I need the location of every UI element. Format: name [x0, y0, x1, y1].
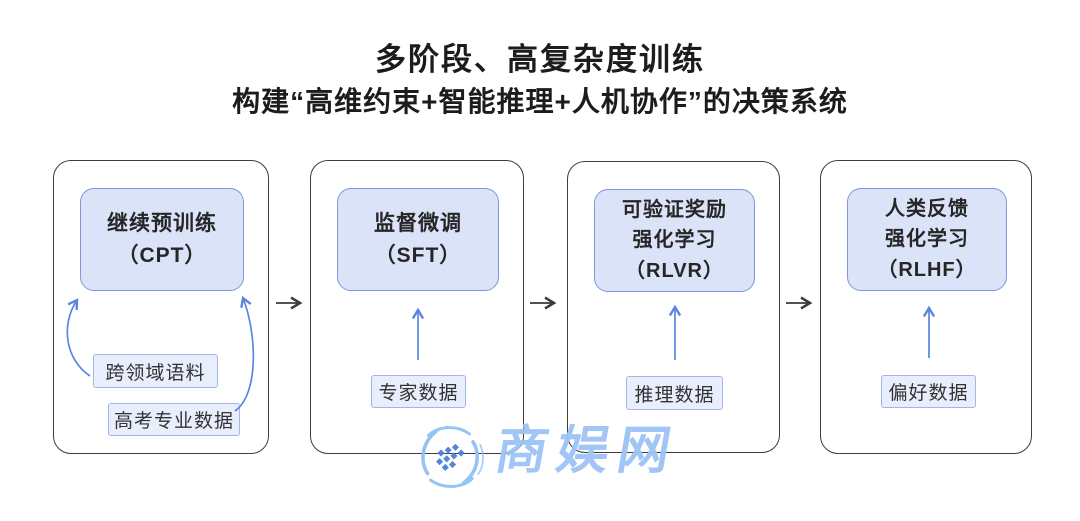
- stage-abbr-line: （RLHF）: [877, 258, 977, 281]
- stage-name-line: 强化学习: [885, 228, 969, 251]
- stage-name-line: 监督微调: [374, 212, 462, 235]
- stage-name-box-rlvr: 可验证奖励 强化学习 （RLVR）: [594, 189, 755, 292]
- data-source-box-gaokao: 高考专业数据: [108, 403, 240, 436]
- stage-name-box-rlhf: 人类反馈 强化学习 （RLHF）: [847, 188, 1007, 291]
- diagram-title: 多阶段、高复杂度训练: [375, 42, 705, 77]
- stage-abbr-line: （RLVR）: [625, 259, 724, 282]
- stage-card-sft: 监督微调 （SFT） 专家数据: [310, 160, 524, 454]
- data-source-box-reasoning: 推理数据: [626, 376, 723, 410]
- diagram-subtitle: 构建“高维约束+智能推理+人机协作”的决策系统: [232, 86, 848, 117]
- watermark-text: 商娱网: [490, 422, 685, 480]
- swirl-center-dots: [435, 443, 465, 472]
- stage-name-box-cpt: 继续预训练 （CPT）: [80, 188, 244, 291]
- stage-abbr-line: （CPT）: [117, 243, 207, 267]
- stage-abbr-line: （SFT）: [374, 243, 462, 267]
- watermark: 商娱网: [414, 422, 684, 491]
- swirl-logo-icon: [421, 425, 484, 489]
- stage-name-line: 强化学习: [632, 229, 717, 252]
- stage-card-rlvr: 可验证奖励 强化学习 （RLVR） 推理数据: [567, 161, 780, 453]
- stage-name-line: 人类反馈: [885, 197, 969, 220]
- stage-name-line: 继续预训练: [107, 212, 217, 235]
- stage-card-cpt: 继续预训练 （CPT） 跨领域语料 高考专业数据: [53, 160, 269, 454]
- data-source-box-preference: 偏好数据: [881, 375, 976, 408]
- data-source-box-cross-domain: 跨领域语料: [93, 354, 218, 388]
- stage-name-line: 可验证奖励: [622, 198, 727, 221]
- stage-name-box-sft: 监督微调 （SFT）: [337, 188, 499, 291]
- stage-card-rlhf: 人类反馈 强化学习 （RLHF） 偏好数据: [820, 160, 1032, 454]
- data-source-box-expert: 专家数据: [371, 375, 466, 408]
